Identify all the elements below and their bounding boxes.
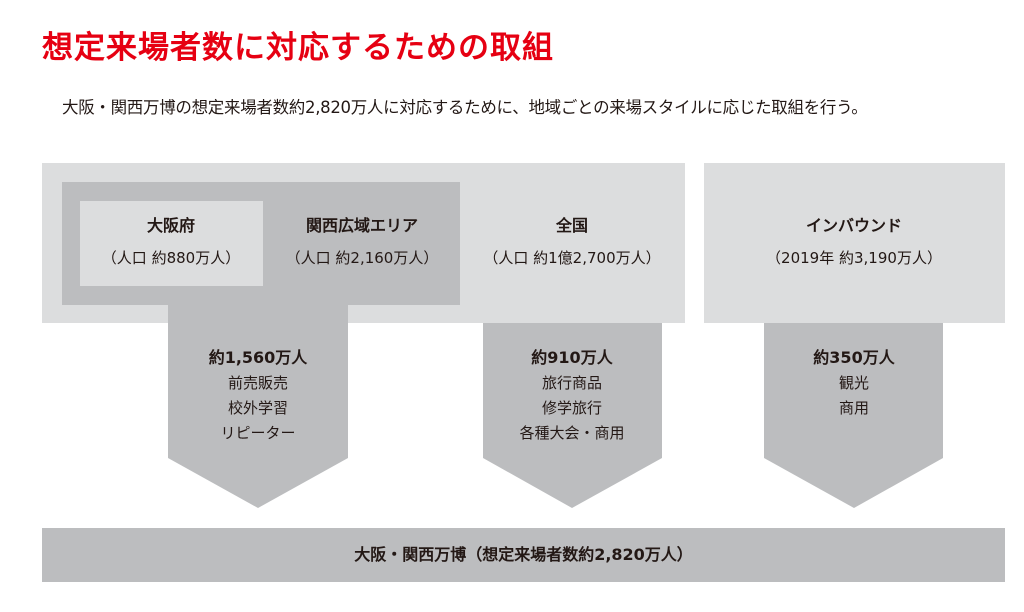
arrow-kansai [168, 305, 348, 508]
arrow-item: リピーター [220, 424, 296, 442]
arrow-item: 校外学習 [227, 399, 288, 417]
arrow-total: 約910万人 [531, 348, 613, 367]
page-title: 想定来場者数に対応するための取組 [42, 30, 554, 66]
arrow-item: 各種大会・商用 [519, 424, 625, 442]
region-national-population: （人口 約1億2,700万人） [483, 249, 661, 267]
region-inbound-population: （2019年 約3,190万人） [766, 249, 942, 267]
inbound-box [704, 163, 1005, 323]
region-osaka-name: 大阪府 [146, 216, 196, 235]
arrow-kansai-text: 約1,560万人 前売販売 校外学習 リピーター [209, 344, 308, 446]
arrow-item: 商用 [838, 399, 869, 417]
region-inbound-name: インバウンド [805, 216, 903, 235]
region-kansai-population: （人口 約2,160万人） [285, 249, 439, 267]
region-osaka-population: （人口 約880万人） [101, 249, 241, 267]
region-kansai-name: 関西広域エリア [305, 216, 419, 235]
arrow-total: 約350万人 [813, 348, 895, 367]
arrow-item: 修学旅行 [541, 399, 603, 417]
arrow-inbound [764, 323, 943, 508]
page-subtitle: 大阪・関西万博の想定来場者数約2,820万人に対応するために、地域ごとの来場スタ… [62, 98, 868, 117]
osaka-box [80, 201, 263, 286]
arrow-national-text: 約910万人 旅行商品 修学旅行 各種大会・商用 [519, 344, 624, 446]
arrow-national [483, 323, 662, 508]
bottom-bar-bg [42, 528, 1005, 582]
bottom-bar-label: 大阪・関西万博（想定来場者数約2,820万人） [354, 545, 693, 564]
arrow-inbound-text: 約350万人 観光 商用 [813, 344, 894, 421]
region-national-name: 全国 [555, 216, 589, 235]
arrow-total: 約1,560万人 [208, 348, 308, 367]
arrow-item: 観光 [838, 374, 869, 392]
arrow-item: 前売販売 [227, 374, 288, 392]
arrow-item: 旅行商品 [541, 374, 603, 392]
